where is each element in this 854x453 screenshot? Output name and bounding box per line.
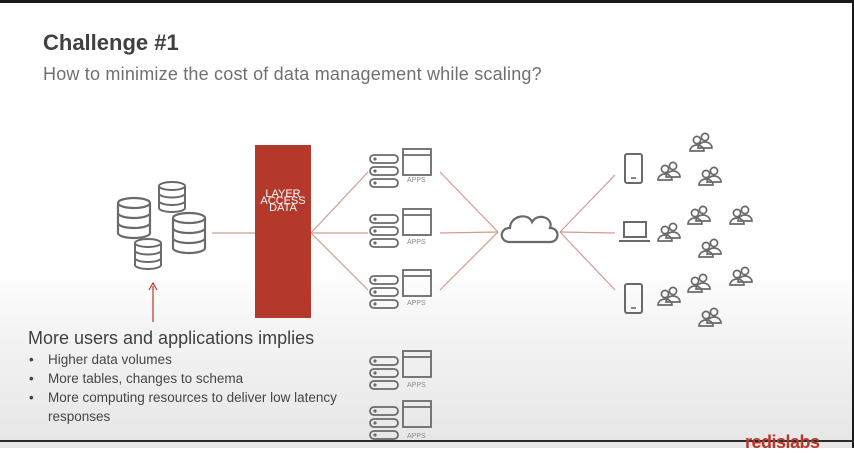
svg-text:APPS: APPS xyxy=(407,177,426,184)
slide-title: Challenge #1 xyxy=(43,30,179,55)
bottom-border xyxy=(0,440,854,442)
server-app-icon: APPS xyxy=(369,350,432,390)
server-app-icon: APPS xyxy=(369,148,432,188)
redislabs-logo: redislabs xyxy=(745,432,820,452)
top-border xyxy=(0,0,854,3)
bullet-list: Higher data volumes More tables, changes… xyxy=(26,350,346,426)
database-icon xyxy=(116,181,207,270)
server-app-icon: APPS xyxy=(369,400,432,440)
svg-text:APPS: APPS xyxy=(407,433,426,440)
bullet-item: Higher data volumes xyxy=(26,350,346,369)
arrow-up-icon xyxy=(148,281,158,322)
svg-text:APPS: APPS xyxy=(407,382,426,389)
dal-line-1: DATA xyxy=(269,201,297,214)
data-access-layer-box: DATA ACCESS LAYER xyxy=(255,145,311,318)
svg-text:APPS: APPS xyxy=(407,239,426,246)
right-border xyxy=(852,0,854,448)
laptop-icon xyxy=(619,221,650,242)
slide-subtitle: How to minimize the cost of data managem… xyxy=(43,64,542,84)
server-app-icon: APPS xyxy=(369,269,432,309)
dal-line-3: LAYER xyxy=(265,187,301,200)
bullets-heading: More users and applications implies xyxy=(28,328,315,348)
users-icon xyxy=(658,133,752,326)
bullet-item: More tables, changes to schema xyxy=(26,369,346,388)
cloud-icon xyxy=(500,215,559,244)
server-app-icon: APPS xyxy=(369,208,432,248)
phone-icon xyxy=(624,283,643,314)
connector-lines xyxy=(310,171,616,291)
phone-icon xyxy=(624,153,643,184)
bullet-item: More computing resources to deliver low … xyxy=(26,388,346,426)
dal-line-2: ACCESS xyxy=(260,194,306,207)
svg-text:APPS: APPS xyxy=(407,300,426,307)
